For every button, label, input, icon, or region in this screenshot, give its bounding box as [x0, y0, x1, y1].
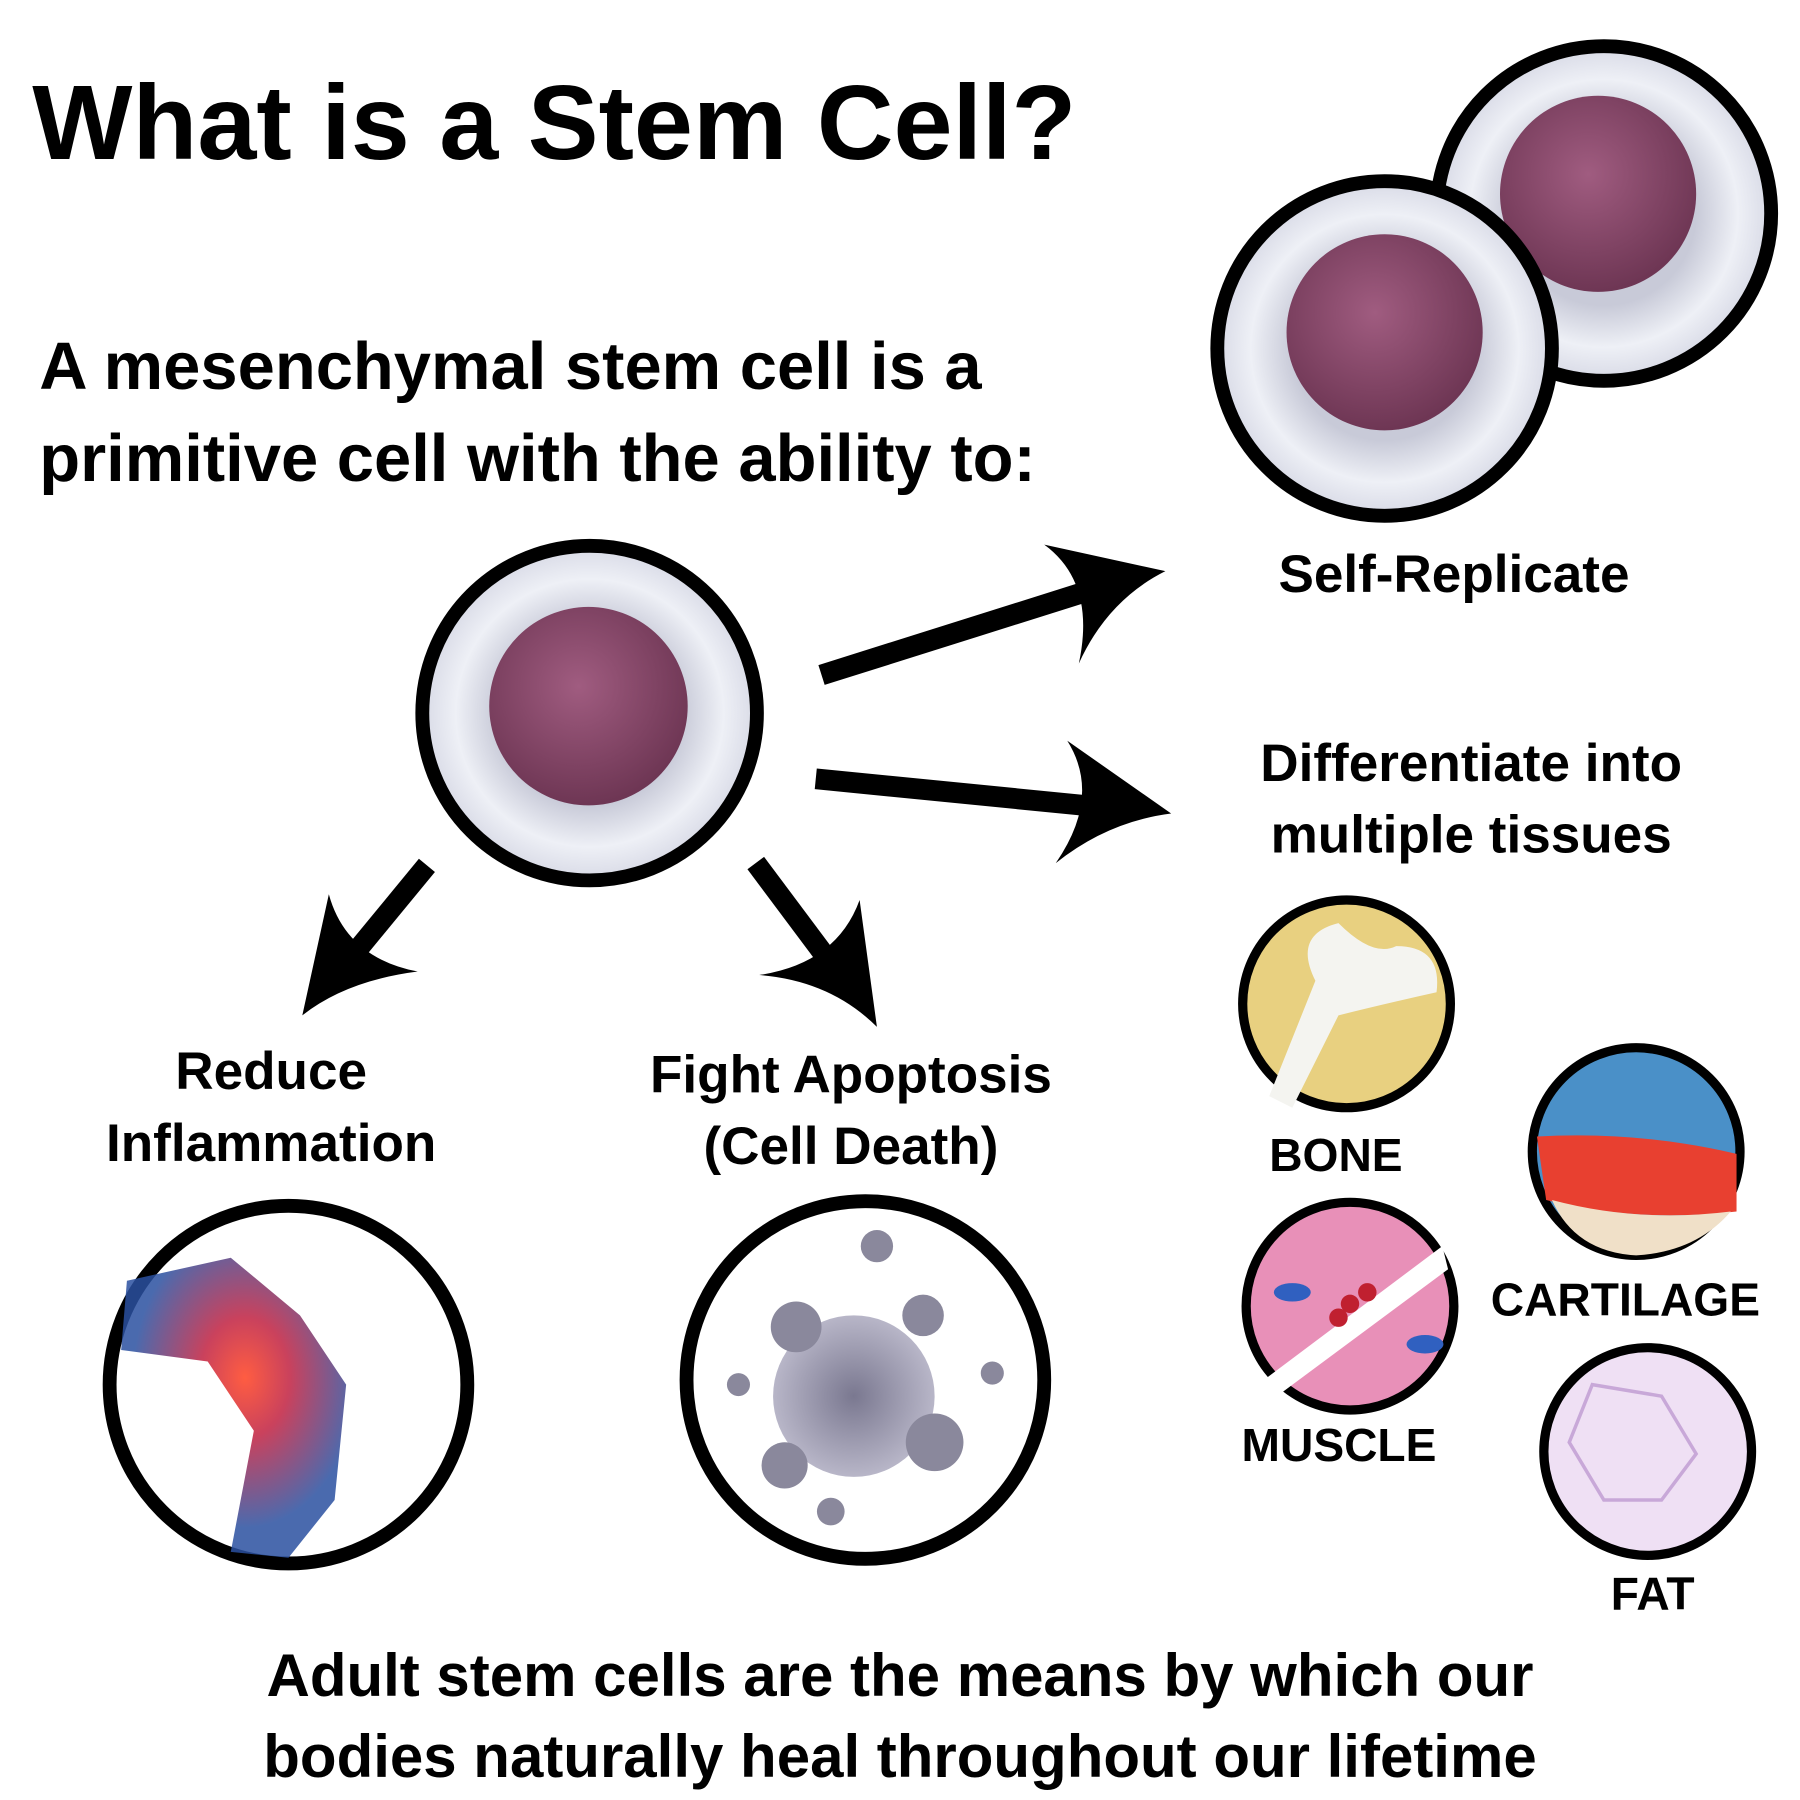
tissue-label-muscle: MUSCLE — [1241, 1420, 1437, 1472]
intro-text: A mesenchymal stem cell is a primitive c… — [39, 321, 1036, 506]
label-line: Reduce — [175, 1040, 368, 1101]
muscle-image — [1241, 1197, 1459, 1415]
stem-cell — [415, 538, 764, 888]
replicated-cell-front — [1210, 174, 1559, 523]
label-line: multiple tissues — [1270, 804, 1672, 865]
arrow-differentiate — [814, 740, 1172, 864]
page-title: What is a Stem Cell? — [32, 64, 1077, 183]
tissue-label-cartilage: CARTILAGE — [1490, 1274, 1760, 1326]
label-self-replicate: Self-Replicate — [1278, 543, 1630, 604]
cartilage-image — [1527, 1043, 1745, 1260]
intro-line: A mesenchymal stem cell is a — [39, 328, 982, 404]
apoptosis-image — [679, 1194, 1052, 1566]
fat-image — [1539, 1343, 1757, 1560]
arrow-fight-apoptosis — [747, 856, 877, 1027]
footer-text: Adult stem cells are the means by which … — [0, 1636, 1800, 1798]
label-differentiate: Differentiate into multiple tissues — [1223, 727, 1719, 870]
arrow-reduce-inflammation — [302, 858, 435, 1016]
arrow-self-replicate — [818, 544, 1166, 685]
intro-line: primitive cell with the ability to: — [39, 421, 1036, 497]
tissue-label-bone: BONE — [1269, 1130, 1403, 1182]
bone-image — [1238, 895, 1455, 1113]
footer-line: bodies naturally heal throughout our lif… — [263, 1723, 1537, 1791]
label-line: Inflammation — [106, 1112, 437, 1173]
label-line: Differentiate into — [1260, 732, 1683, 793]
label-line: Fight Apoptosis — [649, 1044, 1052, 1105]
knee-image — [102, 1198, 475, 1571]
footer-line: Adult stem cells are the means by which … — [266, 1643, 1534, 1710]
tissue-label-fat: FAT — [1610, 1569, 1695, 1620]
label-line: (Cell Death) — [703, 1115, 999, 1176]
label-reduce-inflammation: Reduce Inflammation — [46, 1035, 496, 1178]
label-fight-apoptosis: Fight Apoptosis (Cell Death) — [600, 1038, 1102, 1181]
